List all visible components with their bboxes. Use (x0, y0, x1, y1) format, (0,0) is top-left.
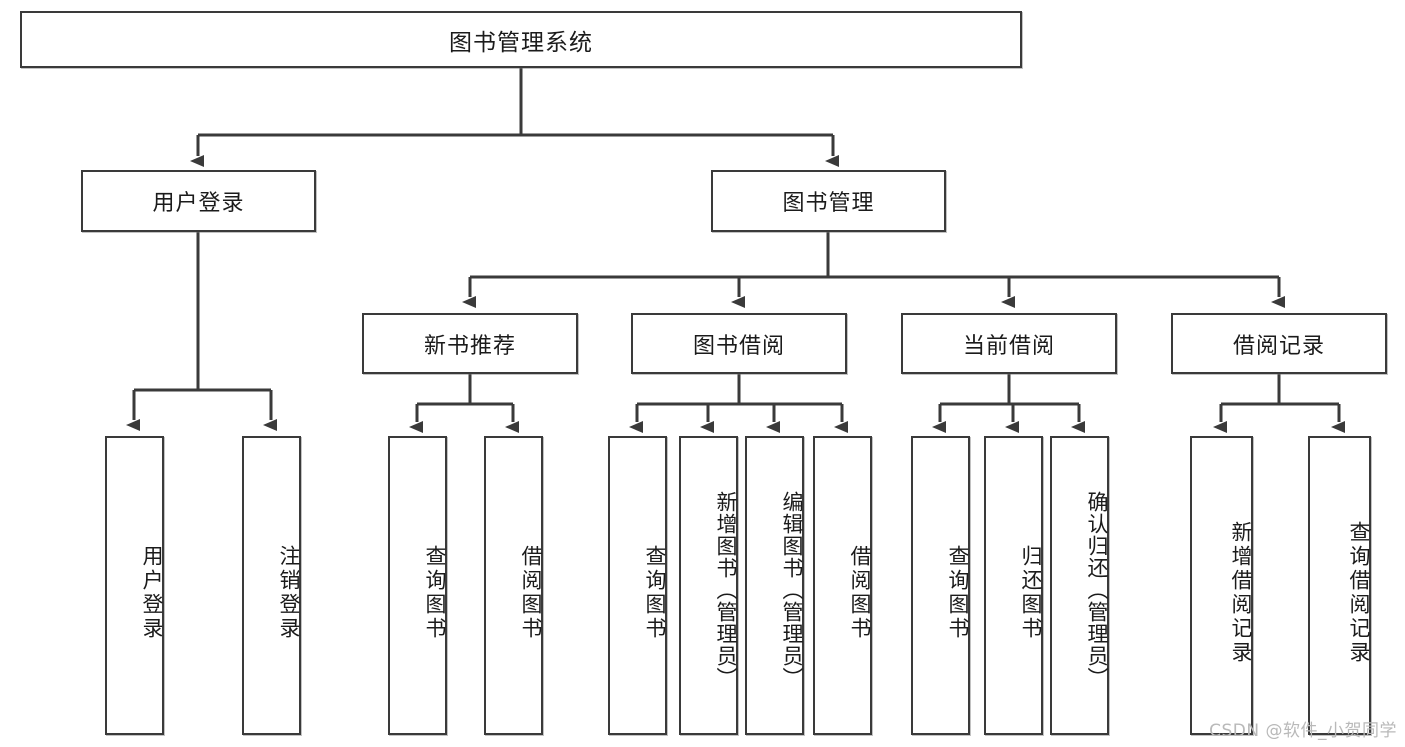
leaf-node-10[interactable]: 确认归还（管理员） (1050, 436, 1109, 735)
leaf-node-label: 用户登录 (140, 544, 164, 641)
leaf-node-8[interactable]: 查询图书 (911, 436, 970, 735)
leaf-node-label: 确认归还（管理员） (1085, 490, 1109, 689)
leaf-node-label: 注销登录 (277, 544, 301, 641)
leaf-node-label: 借阅图书 (848, 544, 872, 641)
level2-node-label: 用户登录 (152, 191, 245, 216)
leaf-node-11[interactable]: 新增借阅记录 (1190, 436, 1253, 735)
leaf-node-label: 借阅图书 (519, 544, 543, 641)
root-node-book-management-system[interactable]: 图书管理系统 (20, 11, 1022, 68)
leaf-node-4[interactable]: 查询图书 (608, 436, 667, 735)
level3-node-1[interactable]: 图书借阅 (631, 313, 847, 374)
level3-node-label: 图书借阅 (692, 333, 785, 359)
leaf-node-label: 编辑图书（管理员） (780, 490, 804, 689)
level3-node-label: 当前借阅 (962, 333, 1055, 359)
leaf-node-6[interactable]: 编辑图书（管理员） (745, 436, 804, 735)
level3-node-3[interactable]: 借阅记录 (1171, 313, 1387, 374)
leaf-node-3[interactable]: 借阅图书 (484, 436, 543, 735)
leaf-node-label: 查询图书 (423, 544, 447, 641)
leaf-node-12[interactable]: 查询借阅记录 (1308, 436, 1371, 735)
level3-node-0[interactable]: 新书推荐 (362, 313, 578, 374)
leaf-node-label: 查询借阅记录 (1347, 520, 1371, 665)
level2-node-label: 图书管理 (782, 191, 875, 216)
leaf-node-label: 查询图书 (643, 544, 667, 641)
level2-node-1[interactable]: 图书管理 (711, 170, 946, 232)
level3-node-label: 借阅记录 (1232, 333, 1325, 359)
leaf-node-label: 新增图书（管理员） (714, 490, 738, 689)
leaf-node-0[interactable]: 用户登录 (105, 436, 164, 735)
leaf-node-label: 查询图书 (946, 544, 970, 641)
level3-node-2[interactable]: 当前借阅 (901, 313, 1117, 374)
leaf-node-label: 新增借阅记录 (1229, 520, 1253, 665)
leaf-node-label: 归还图书 (1019, 544, 1043, 641)
leaf-node-1[interactable]: 注销登录 (242, 436, 301, 735)
leaf-node-7[interactable]: 借阅图书 (813, 436, 872, 735)
level3-node-label: 新书推荐 (423, 333, 516, 359)
leaf-node-9[interactable]: 归还图书 (984, 436, 1043, 735)
leaf-node-5[interactable]: 新增图书（管理员） (679, 436, 738, 735)
level2-node-0[interactable]: 用户登录 (81, 170, 316, 232)
leaf-node-2[interactable]: 查询图书 (388, 436, 447, 735)
